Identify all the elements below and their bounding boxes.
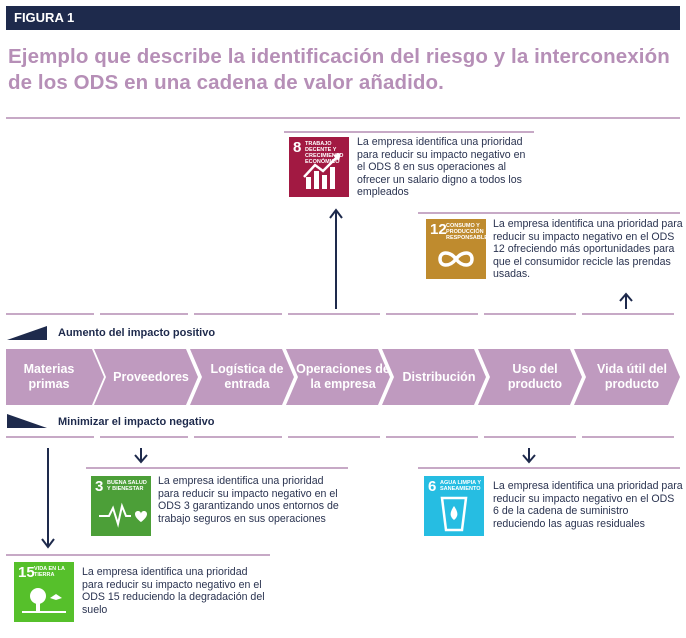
chain-step-label: Proveedores: [113, 369, 189, 384]
ods12-label: Consumo y producción responsables: [446, 223, 492, 241]
dash: [100, 436, 188, 438]
ods3-label: Buena salud y bienestar: [107, 480, 147, 492]
tree-icon: [22, 588, 66, 613]
arrow-up-product-use: [619, 292, 633, 309]
ods15-label: Vida en la tierra: [34, 566, 65, 578]
ods12-text: La empresa identifica una prioridad para…: [493, 218, 683, 281]
chain-step-end-of-life: Vida útil del producto: [574, 349, 680, 405]
title-divider: [6, 117, 680, 119]
infinity-icon: [438, 251, 474, 267]
chain-step-label: Vida útil del producto: [597, 362, 667, 391]
chain-step-label: Operaciones de la empresa: [296, 362, 390, 391]
ods3-number: 3: [95, 478, 104, 495]
dash: [484, 313, 576, 315]
ods6-icon: 6 Agua limpia y saneamiento: [424, 476, 484, 536]
ods15-number: 15: [18, 564, 35, 581]
ods6-number: 6: [428, 478, 437, 495]
dash: [194, 436, 282, 438]
dash: [288, 436, 380, 438]
chain-step-label: Uso del producto: [507, 362, 563, 391]
dash: [582, 436, 674, 438]
ods3-text: La empresa identifica una prioridad para…: [158, 475, 339, 525]
ods6-text: La empresa identifica una prioridad para…: [493, 480, 683, 530]
water-glass-icon: [440, 496, 468, 532]
ods15-icon: 15 Vida en la tierra: [14, 562, 74, 622]
value-chain: Materias primas Proveedores Logística de…: [6, 349, 686, 405]
decrease-wedge-icon: [7, 414, 47, 428]
dash: [582, 313, 674, 315]
heartbeat-icon: [99, 502, 147, 528]
legend-positive: Aumento del impacto positivo: [58, 327, 216, 339]
ods8-icon: 8 Trabajo decente y crecimiento económic…: [289, 137, 349, 197]
ods15-text: La empresa identifica una prioridad para…: [82, 566, 265, 616]
dash: [386, 436, 478, 438]
growth-chart-icon: [303, 153, 341, 189]
dash: [194, 313, 282, 315]
dash: [100, 313, 188, 315]
figure-label-bar: FIGURA 1: [6, 6, 680, 30]
ods12-number: 12: [430, 221, 447, 238]
chain-step-operations: Operaciones de la empresa: [286, 349, 390, 405]
dash: [386, 313, 478, 315]
ods8-label: Trabajo decente y crecimiento económico: [305, 141, 344, 165]
chain-step-raw-materials: Materias primas: [6, 349, 104, 405]
arrow-down-suppliers: [134, 448, 148, 464]
arrow-up-operations: [329, 208, 343, 309]
figure-label: FIGURA 1: [14, 10, 75, 25]
ods6-label: Agua limpia y saneamiento: [440, 480, 481, 492]
increase-wedge-icon: [7, 326, 47, 340]
arrow-down-raw-materials: [41, 448, 55, 549]
legend-negative: Minimizar el impacto negativo: [58, 416, 215, 428]
chain-step-suppliers: Proveedores: [94, 349, 198, 405]
chain-step-product-use: Uso del producto: [478, 349, 582, 405]
dash: [484, 436, 576, 438]
ods8-number: 8: [293, 139, 302, 156]
chain-step-label: Logística de entrada: [210, 362, 284, 391]
chain-step-inbound-logistics: Logística de entrada: [190, 349, 294, 405]
dash: [6, 436, 94, 438]
figure-title: Ejemplo que describe la identificación d…: [8, 45, 670, 94]
arrow-down-product-use: [522, 448, 536, 464]
chain-step-distribution: Distribución: [382, 349, 486, 405]
ods8-text: La empresa identifica una prioridad para…: [357, 136, 526, 199]
dash: [288, 313, 380, 315]
ods3-icon: 3 Buena salud y bienestar: [91, 476, 151, 536]
chain-step-label: Materias primas: [23, 362, 75, 391]
chain-step-label: Distribución: [402, 369, 476, 384]
dash: [6, 313, 94, 315]
ods12-icon: 12 Consumo y producción responsables: [426, 219, 492, 279]
